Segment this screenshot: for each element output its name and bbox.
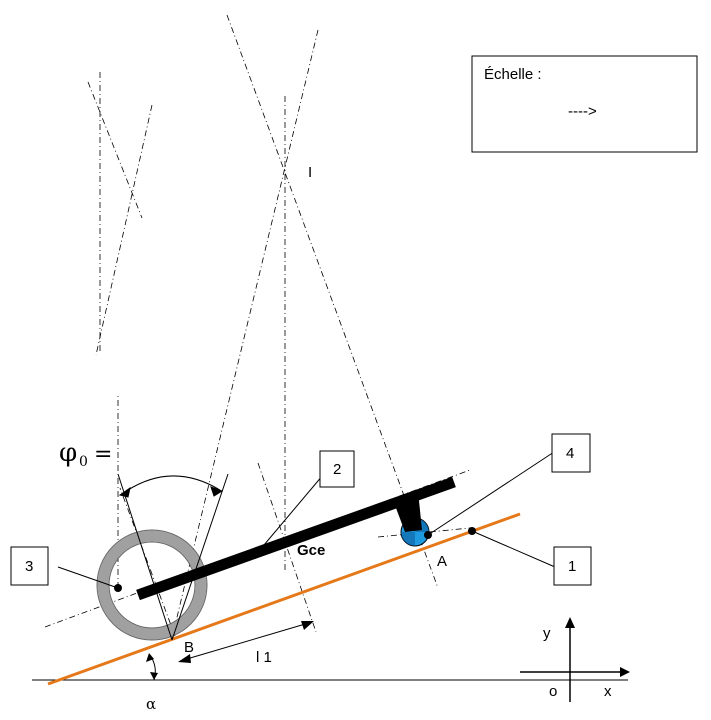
- roller-axis-line: [377, 527, 471, 538]
- coordinate-axes: x y o: [520, 617, 630, 702]
- wheel-ring-outer-edge: [96, 529, 208, 641]
- alpha-angle: [146, 653, 158, 681]
- alpha-arrow-top: [146, 653, 154, 662]
- phi0-arc-arrow-left: [118, 486, 131, 498]
- callout-box-2: 2: [319, 450, 355, 488]
- inclined-construction-line-left-b: [95, 104, 153, 356]
- phi-equals: =: [94, 442, 112, 467]
- l1-dimension-line: [179, 621, 313, 662]
- y-axis-arrowhead: [565, 617, 575, 628]
- scale-title: Échelle :: [484, 66, 542, 83]
- force-line-through-B: [171, 29, 319, 639]
- callout-box-3: 3: [10, 546, 49, 586]
- callout-3-leader: [57, 566, 119, 589]
- frame: [136, 476, 456, 601]
- inclined-construction-line-left-a: [87, 81, 143, 219]
- alpha-arrow-bottom: [150, 672, 158, 680]
- scale-arrow: ---->: [568, 103, 597, 120]
- phi0-angle-leg-right: [171, 473, 229, 641]
- callout-label-1: 1: [568, 558, 576, 575]
- point-I-label: I: [308, 164, 312, 181]
- callout-1-leader: [471, 530, 556, 568]
- l1-arrow-left: [178, 654, 191, 663]
- roller-quadrant-b: [401, 532, 415, 546]
- scale-box: Échelle : ---->: [471, 55, 698, 153]
- callout-4-leader: [427, 451, 555, 536]
- inclined-ground-line: [47, 512, 521, 686]
- x-axis-label: x: [604, 683, 612, 700]
- callout-label-3: 3: [25, 558, 33, 575]
- callout-label-2: 2: [333, 461, 341, 478]
- x-axis-arrowhead: [620, 667, 630, 677]
- point-A-label: A: [437, 553, 447, 570]
- force-line-through-A: [226, 14, 439, 589]
- length-l1-label: l 1: [256, 649, 272, 666]
- phi0-arc-arrow-right: [210, 486, 224, 497]
- l1-dimension: [178, 621, 314, 663]
- y-axis-label: y: [543, 625, 551, 642]
- phi-subscript: 0: [79, 454, 88, 470]
- origin-label: o: [549, 683, 557, 700]
- phi-symbol: φ: [59, 438, 77, 468]
- phi0-arc: [121, 475, 221, 495]
- wheel-ring: [97, 530, 207, 640]
- phi0-angle-leg-left: [117, 473, 173, 641]
- point-Gce-label: Gce: [297, 542, 325, 559]
- point-B-label: B: [184, 639, 194, 656]
- callout-leaders: [57, 451, 556, 589]
- callout-box-1: 1: [553, 546, 592, 586]
- l1-arrow-right: [301, 621, 314, 630]
- phi0-equation: φ 0 =: [59, 438, 112, 470]
- frame-bracket: [393, 491, 422, 532]
- callout-2-leader: [263, 474, 324, 546]
- normal-line-at-B: [119, 487, 176, 637]
- callout-label-4: 4: [566, 445, 574, 462]
- normal-line-at-Gce: [257, 462, 317, 633]
- callout-box-4: 4: [551, 433, 591, 473]
- alpha-label: α: [146, 695, 156, 713]
- phi0-angle: [117, 473, 229, 641]
- construction-lines: [44, 14, 471, 639]
